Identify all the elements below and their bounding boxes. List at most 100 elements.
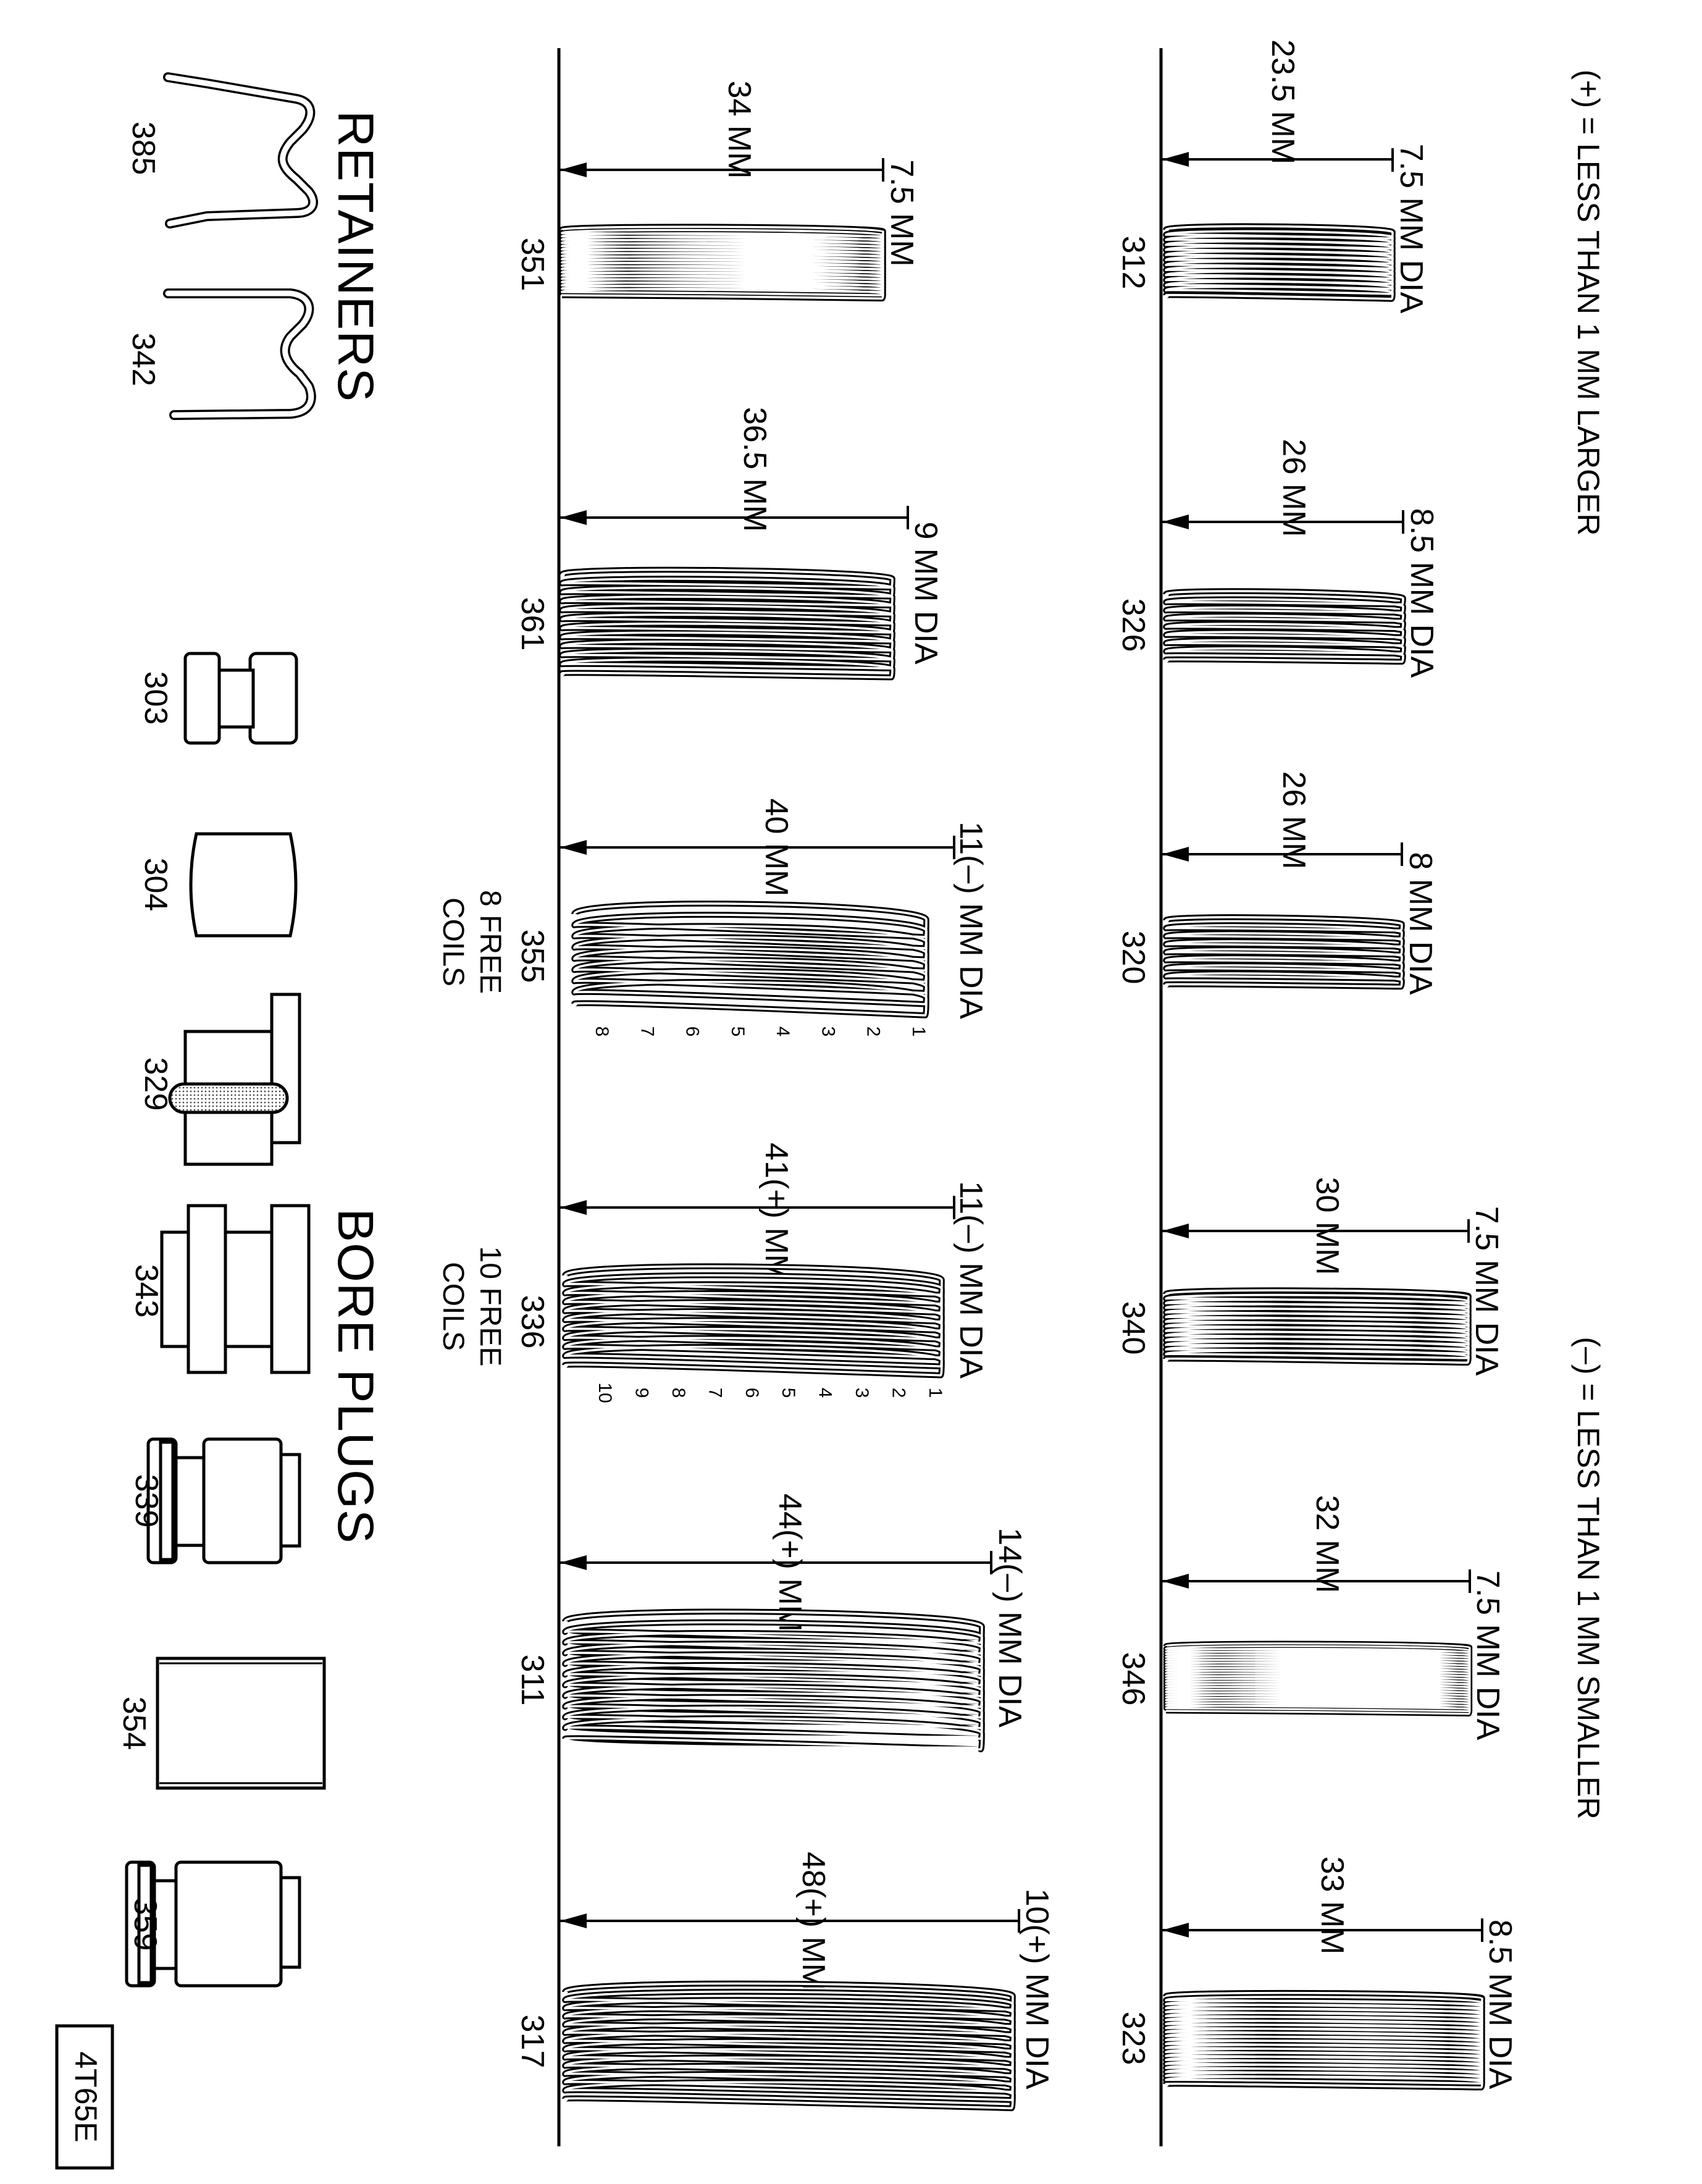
part-number-312: 312 bbox=[1115, 236, 1151, 290]
bore-plug-359 bbox=[125, 1860, 301, 1988]
coil-number: 7 bbox=[705, 1388, 725, 1398]
length-label-336: 41(+) MM bbox=[758, 1143, 794, 1281]
coil-number: 8 bbox=[668, 1388, 689, 1398]
spring-coil-351 bbox=[559, 224, 886, 302]
part-number-323: 323 bbox=[1115, 2012, 1151, 2065]
spring-326: 26 MM 8.5 MM DIA 326 bbox=[1115, 439, 1440, 678]
length-label-340: 30 MM bbox=[1309, 1177, 1345, 1275]
free-coils-note-355-line1: 8 FREE bbox=[474, 890, 506, 994]
retainers-heading: RETAINERS bbox=[327, 111, 384, 402]
coil-number: 3 bbox=[852, 1388, 872, 1398]
part-number-326: 326 bbox=[1115, 598, 1151, 652]
part-number-311: 311 bbox=[514, 1655, 550, 1706]
free-coils-note-355-line2: COILS bbox=[437, 897, 469, 986]
length-label-311: 44(+) MM bbox=[772, 1493, 808, 1632]
spring-323: 33 MM 8.5 MM DIA 323 bbox=[1115, 1857, 1518, 2091]
coil-number: 10 bbox=[595, 1382, 615, 1403]
spring-320: 26 MM 8 MM DIA 320 bbox=[1115, 771, 1438, 995]
spring-coil-355 bbox=[571, 901, 929, 1018]
dia-label-312: 7.5 MM DIA bbox=[1393, 144, 1429, 314]
dia-label-361: 9 MM DIA bbox=[908, 521, 944, 664]
spring-coil-340 bbox=[1163, 1287, 1472, 1366]
retainer-342 bbox=[163, 288, 316, 420]
part-number-340: 340 bbox=[1115, 1301, 1151, 1355]
dia-label-326: 8.5 MM DIA bbox=[1404, 508, 1440, 678]
bore-plugs-heading: BORE PLUGS bbox=[327, 1208, 384, 1544]
bore-plug-303-number: 303 bbox=[138, 671, 174, 725]
length-label-355: 40 MM bbox=[758, 799, 794, 897]
spring-coil-361 bbox=[559, 566, 895, 681]
dia-label-351: 7.5 MM bbox=[884, 159, 920, 266]
coil-number: 9 bbox=[631, 1388, 652, 1398]
coil-number: 3 bbox=[818, 1027, 838, 1037]
part-number-320: 320 bbox=[1115, 931, 1151, 985]
retainer-385-number: 385 bbox=[125, 122, 161, 175]
bore-plug-329-number: 329 bbox=[138, 1057, 174, 1111]
spring-coil-320 bbox=[1163, 914, 1405, 990]
model-badge-text: 4T65E bbox=[69, 2051, 103, 2142]
spring-361: 36.5 MM 9 MM DIA 361 bbox=[514, 407, 944, 681]
coil-count-336: 1 2 3 4 5 6 7 8 9 10 bbox=[595, 1382, 945, 1403]
coil-number: 5 bbox=[727, 1027, 748, 1037]
dia-label-323: 8.5 MM DIA bbox=[1482, 1920, 1518, 2090]
dia-label-317: 10(+) MM DIA bbox=[1019, 1888, 1055, 2089]
bore-plug-343-number: 343 bbox=[128, 1264, 164, 1318]
free-coils-note-336-line2: COILS bbox=[437, 1262, 469, 1351]
coil-number: 8 bbox=[592, 1027, 612, 1037]
dia-label-355: 11(–) MM DIA bbox=[953, 821, 989, 1019]
spring-317: 48(+) MM 10(+) MM DIA 317 bbox=[514, 1852, 1055, 2112]
spring-336: 41(+) MM 11(–) MM DIA 1 2 3 4 5 6 7 8 9 10 336 10… bbox=[437, 1143, 989, 1403]
bore-plug-339-number: 339 bbox=[128, 1474, 164, 1528]
part-number-317: 317 bbox=[514, 2015, 550, 2068]
free-coils-note-336-line1: 10 FREE bbox=[474, 1246, 506, 1367]
coil-number: 5 bbox=[778, 1388, 799, 1398]
coil-number: 2 bbox=[863, 1027, 884, 1037]
length-label-320: 26 MM bbox=[1276, 771, 1312, 870]
spring-346: 32 MM 7.5 MM DIA 346 bbox=[1115, 1495, 1506, 1741]
bore-plug-329 bbox=[168, 993, 301, 1166]
length-label-346: 32 MM bbox=[1309, 1495, 1345, 1594]
spring-coil-311 bbox=[562, 1608, 985, 1753]
retainer-385 bbox=[163, 72, 318, 229]
coil-number: 1 bbox=[908, 1027, 929, 1037]
dia-label-336: 11(–) MM DIA bbox=[953, 1181, 989, 1379]
bore-plug-343 bbox=[160, 1204, 311, 1374]
bore-plug-303 bbox=[183, 652, 298, 745]
part-number-355: 355 bbox=[514, 930, 550, 983]
spring-340: 30 MM 7.5 MM DIA 340 bbox=[1115, 1177, 1504, 1376]
part-number-336: 336 bbox=[514, 1295, 550, 1349]
spring-coil-312 bbox=[1163, 223, 1396, 302]
dia-label-340: 7.5 MM DIA bbox=[1469, 1206, 1504, 1376]
coil-number: 6 bbox=[742, 1388, 762, 1398]
spring-coil-317 bbox=[562, 1980, 1016, 2112]
length-label-317: 48(+) MM bbox=[795, 1852, 831, 1990]
coil-number: 4 bbox=[815, 1388, 836, 1398]
coil-number: 2 bbox=[889, 1388, 909, 1398]
length-label-326: 26 MM bbox=[1276, 439, 1312, 537]
model-badge: 4T65E bbox=[55, 2024, 114, 2170]
spring-coil-326 bbox=[1163, 588, 1406, 665]
spring-312: 23.5 MM 7.5 MM DIA 312 bbox=[1115, 40, 1429, 314]
coil-number: 7 bbox=[637, 1027, 657, 1037]
bore-plug-304-number: 304 bbox=[138, 858, 174, 912]
length-label-312: 23.5 MM bbox=[1265, 40, 1301, 164]
bore-plug-339 bbox=[146, 1437, 301, 1564]
length-label-323: 33 MM bbox=[1314, 1857, 1350, 1955]
dia-label-346: 7.5 MM DIA bbox=[1470, 1571, 1506, 1741]
spring-311: 44(+) MM 14(–) MM DIA 311 bbox=[514, 1493, 1028, 1753]
part-number-351: 351 bbox=[514, 238, 550, 292]
spring-351: 34 MM 7.5 MM 351 bbox=[514, 81, 920, 302]
dia-label-320: 8 MM DIA bbox=[1402, 852, 1438, 994]
bore-plug-354 bbox=[156, 1657, 326, 1790]
length-label-351: 34 MM bbox=[721, 81, 757, 179]
spring-coil-346 bbox=[1163, 1640, 1473, 1717]
bore-plug-354-number: 354 bbox=[116, 1697, 152, 1750]
coil-number: 6 bbox=[682, 1027, 703, 1037]
spring-coil-323 bbox=[1163, 1989, 1485, 2091]
retainer-342-number: 342 bbox=[125, 333, 161, 387]
dia-label-311: 14(–) MM DIA bbox=[992, 1527, 1028, 1728]
legend-plus: (+) = LESS THAN 1 MM LARGER bbox=[1571, 70, 1606, 536]
coil-number: 1 bbox=[925, 1388, 945, 1398]
